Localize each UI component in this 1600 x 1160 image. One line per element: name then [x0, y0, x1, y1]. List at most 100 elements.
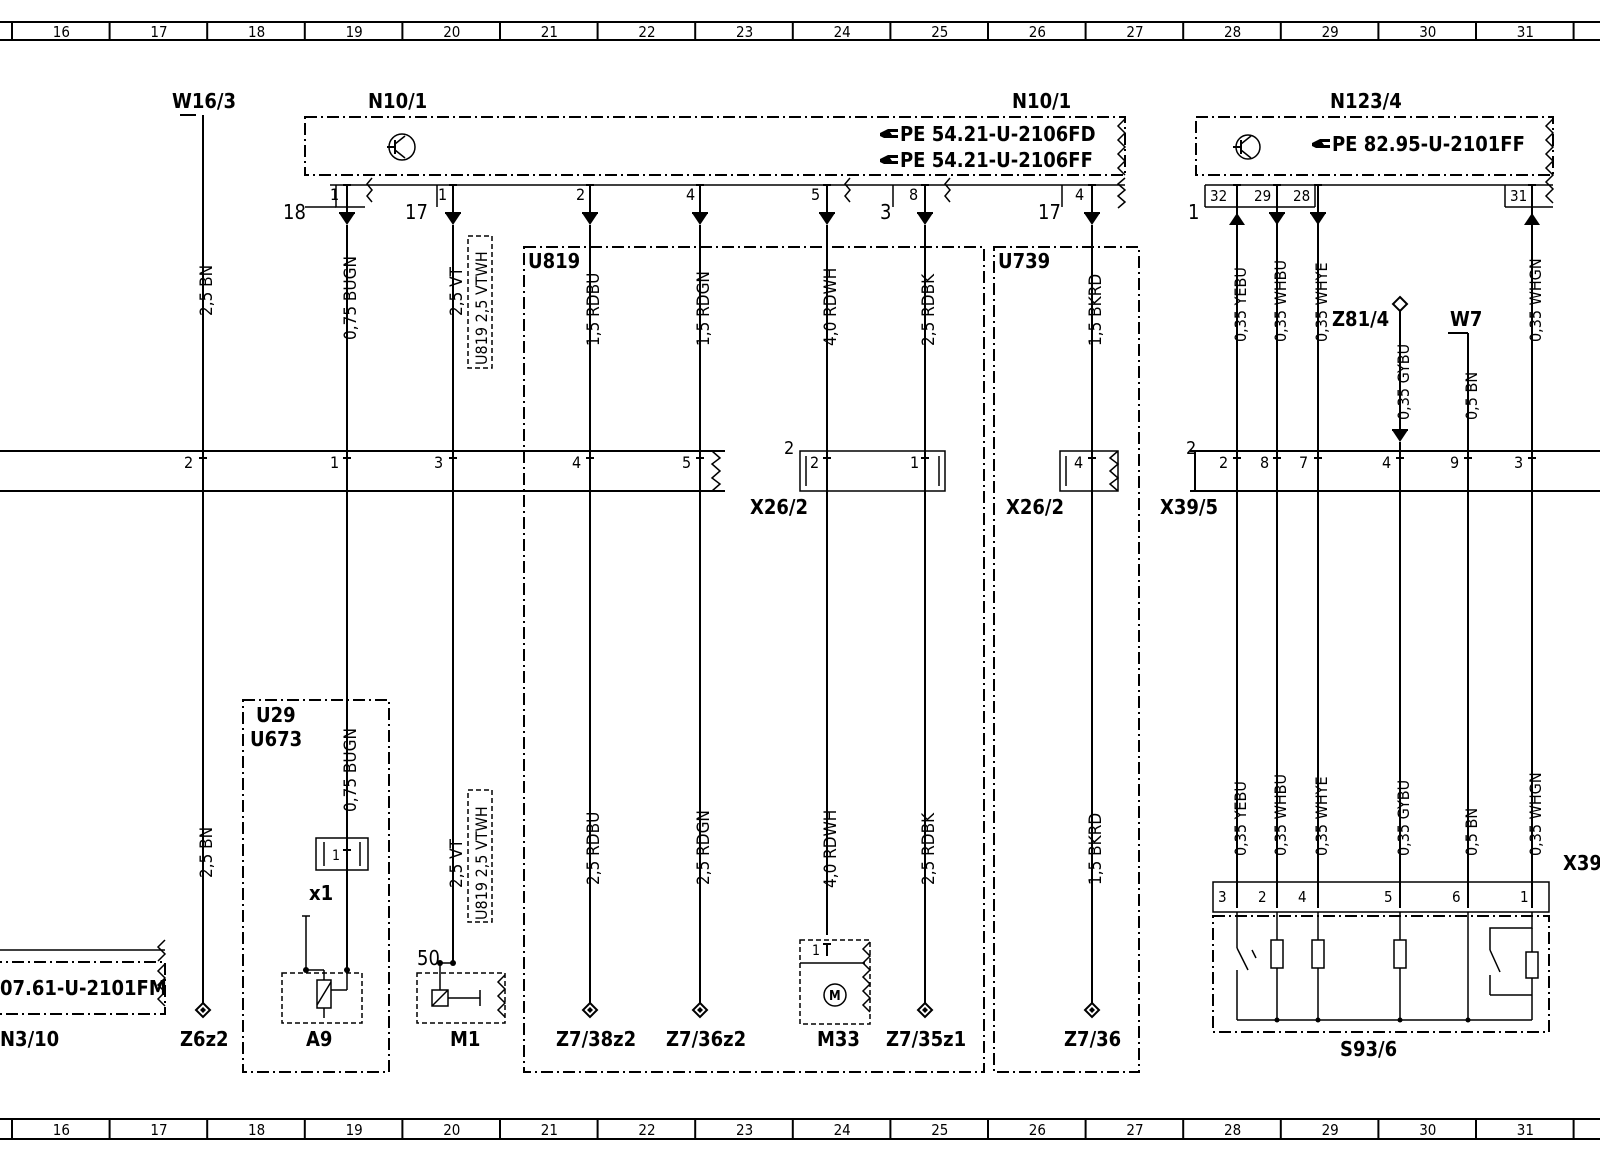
svg-text:1: 1 — [438, 185, 447, 204]
svg-text:1: 1 — [910, 453, 919, 472]
svg-text:M: M — [829, 989, 841, 1004]
svg-text:X39/5: X39/5 — [1160, 495, 1218, 519]
ruler-number: 16 — [53, 1121, 70, 1139]
m1-component: 50 M1 — [416, 946, 507, 1051]
svg-text:0,35 WHGN: 0,35 WHGN — [1526, 772, 1545, 856]
svg-text:6: 6 — [1452, 888, 1461, 906]
n3-10-partial: 07.61-U-2101FM N3/10 — [0, 939, 167, 1051]
ruler-number: 26 — [1029, 1121, 1046, 1139]
svg-text:Z7/35z1: Z7/35z1 — [886, 1027, 966, 1051]
ruler-number: 31 — [1517, 1121, 1534, 1139]
ref-54-21-fd: PE 54.21-U-2106FD — [900, 122, 1096, 146]
svg-text:U29: U29 — [256, 703, 296, 727]
ruler-number: 21 — [541, 1121, 558, 1139]
ref-82-95: PE 82.95-U-2101FF — [1332, 132, 1525, 156]
svg-text:0,35 GYBU: 0,35 GYBU — [1394, 344, 1413, 420]
svg-text:0,75 BUGN: 0,75 BUGN — [341, 256, 361, 340]
svg-text:S93/6: S93/6 — [1340, 1037, 1397, 1061]
svg-text:2,5 VT: 2,5 VT — [447, 266, 467, 316]
svg-text:M33: M33 — [817, 1027, 860, 1051]
svg-text:4,0 RDWH: 4,0 RDWH — [821, 810, 841, 888]
n10-1-pins: 1 18 1 17 2 4 5 8 3 — [283, 177, 1127, 226]
svg-text:1: 1 — [330, 185, 339, 204]
svg-text:2,5 BN: 2,5 BN — [197, 827, 217, 878]
ruler-number: 23 — [736, 1121, 753, 1139]
ruler-number: 28 — [1224, 1121, 1241, 1139]
u29-u673-box: U29 U673 1 x1 A9 — [242, 699, 390, 1073]
s93-6-switch-block: 3 2 4 5 6 1 S93/6 — [1212, 881, 1550, 1061]
svg-text:4,0 RDWH: 4,0 RDWH — [821, 268, 841, 346]
svg-text:8: 8 — [909, 185, 918, 204]
svg-text:X26/2: X26/2 — [750, 495, 808, 519]
wire-rdbk: 2,5 RDBK 1 2,5 RDBK Z7/35z1 — [886, 225, 966, 1051]
svg-text:U739: U739 — [998, 249, 1050, 273]
svg-text:2: 2 — [1186, 438, 1196, 459]
ruler-number: 28 — [1224, 23, 1241, 41]
ruler-number: 29 — [1322, 23, 1339, 41]
svg-text:0,35 WHBU: 0,35 WHBU — [1271, 774, 1290, 856]
svg-text:7: 7 — [1299, 453, 1308, 472]
svg-text:17: 17 — [405, 200, 428, 224]
svg-text:4: 4 — [572, 453, 581, 472]
ruler-number: 30 — [1419, 23, 1436, 41]
svg-text:x1: x1 — [309, 881, 333, 905]
svg-text:5: 5 — [682, 453, 691, 472]
ruler-number: 21 — [541, 23, 558, 41]
svg-text:28: 28 — [1293, 187, 1310, 205]
svg-text:4: 4 — [686, 185, 695, 204]
svg-text:U673: U673 — [250, 727, 302, 751]
ruler-number: 26 — [1029, 23, 1046, 41]
svg-text:29: 29 — [1254, 187, 1271, 205]
svg-text:0,35 WHYE: 0,35 WHYE — [1312, 262, 1331, 342]
wire-bugn: 0,75 BUGN 1 0,75 BUGN — [330, 225, 361, 970]
svg-text:Z7/38z2: Z7/38z2 — [556, 1027, 636, 1051]
svg-text:A9: A9 — [306, 1027, 332, 1051]
ref-54-21-ff: PE 54.21-U-2106FF — [900, 148, 1093, 172]
svg-text:0,35 WHBU: 0,35 WHBU — [1271, 260, 1290, 342]
svg-text:4: 4 — [1298, 888, 1307, 906]
label-x39-cut: X39 — [1563, 851, 1600, 875]
svg-text:U819 2,5 VTWH: U819 2,5 VTWH — [472, 806, 491, 920]
svg-text:2: 2 — [810, 453, 819, 472]
svg-text:2: 2 — [184, 453, 193, 472]
ruler-number: 31 — [1517, 23, 1534, 41]
svg-text:U819 2,5 VTWH: U819 2,5 VTWH — [472, 251, 491, 365]
svg-text:W7: W7 — [1450, 307, 1482, 331]
svg-text:U819: U819 — [528, 249, 580, 273]
svg-text:4: 4 — [1382, 453, 1391, 472]
wire-whye: 0,35 WHYE 7 0,35 WHYE — [1299, 197, 1331, 908]
ruler-number: 25 — [931, 23, 948, 41]
svg-text:2,5 VT: 2,5 VT — [447, 838, 467, 888]
label-z6z2: Z6z2 — [180, 1027, 229, 1051]
svg-text:17: 17 — [1038, 200, 1061, 224]
svg-text:3: 3 — [1218, 888, 1227, 906]
svg-text:0,35 WHGN: 0,35 WHGN — [1526, 258, 1545, 342]
svg-text:2,5 RDBU: 2,5 RDBU — [584, 812, 604, 885]
ruler-number: 23 — [736, 23, 753, 41]
ruler-number: 24 — [834, 1121, 851, 1139]
ruler-number: 20 — [443, 23, 460, 41]
svg-text:2: 2 — [784, 438, 794, 459]
wire-bkrd: 1,5 BKRD 4 1,5 BKRD Z7/36 — [1064, 225, 1121, 1051]
wire-vt: 2,5 VT U819 2,5 VTWH 3 2,5 VT U819 2,5 V… — [434, 225, 493, 963]
ruler-number: 30 — [1419, 1121, 1436, 1139]
svg-text:1: 1 — [330, 453, 339, 472]
svg-text:2,5 RDGN: 2,5 RDGN — [694, 810, 714, 885]
svg-text:50: 50 — [417, 946, 440, 970]
wire-whbu: 0,35 WHBU 8 0,35 WHBU — [1260, 197, 1290, 908]
ruler-number: 16 — [53, 23, 70, 41]
svg-text:1: 1 — [332, 848, 340, 864]
svg-text:0,35 WHYE: 0,35 WHYE — [1312, 776, 1331, 856]
svg-text:3: 3 — [434, 453, 443, 472]
x26-2-connector: 2 X26/2 — [750, 438, 946, 519]
n10-1-module: N10/1 N10/1 PE 54.21-U-2106FD PE 54.21-U… — [304, 89, 1127, 186]
ruler-number: 24 — [834, 23, 851, 41]
svg-text:Z7/36: Z7/36 — [1064, 1027, 1121, 1051]
svg-text:31: 31 — [1510, 187, 1527, 205]
svg-text:0,75 BUGN: 0,75 BUGN — [341, 728, 361, 812]
svg-text:N10/1: N10/1 — [368, 89, 427, 113]
svg-text:0,5 BN: 0,5 BN — [1462, 808, 1481, 856]
svg-text:0,35 GYBU: 0,35 GYBU — [1394, 780, 1413, 856]
